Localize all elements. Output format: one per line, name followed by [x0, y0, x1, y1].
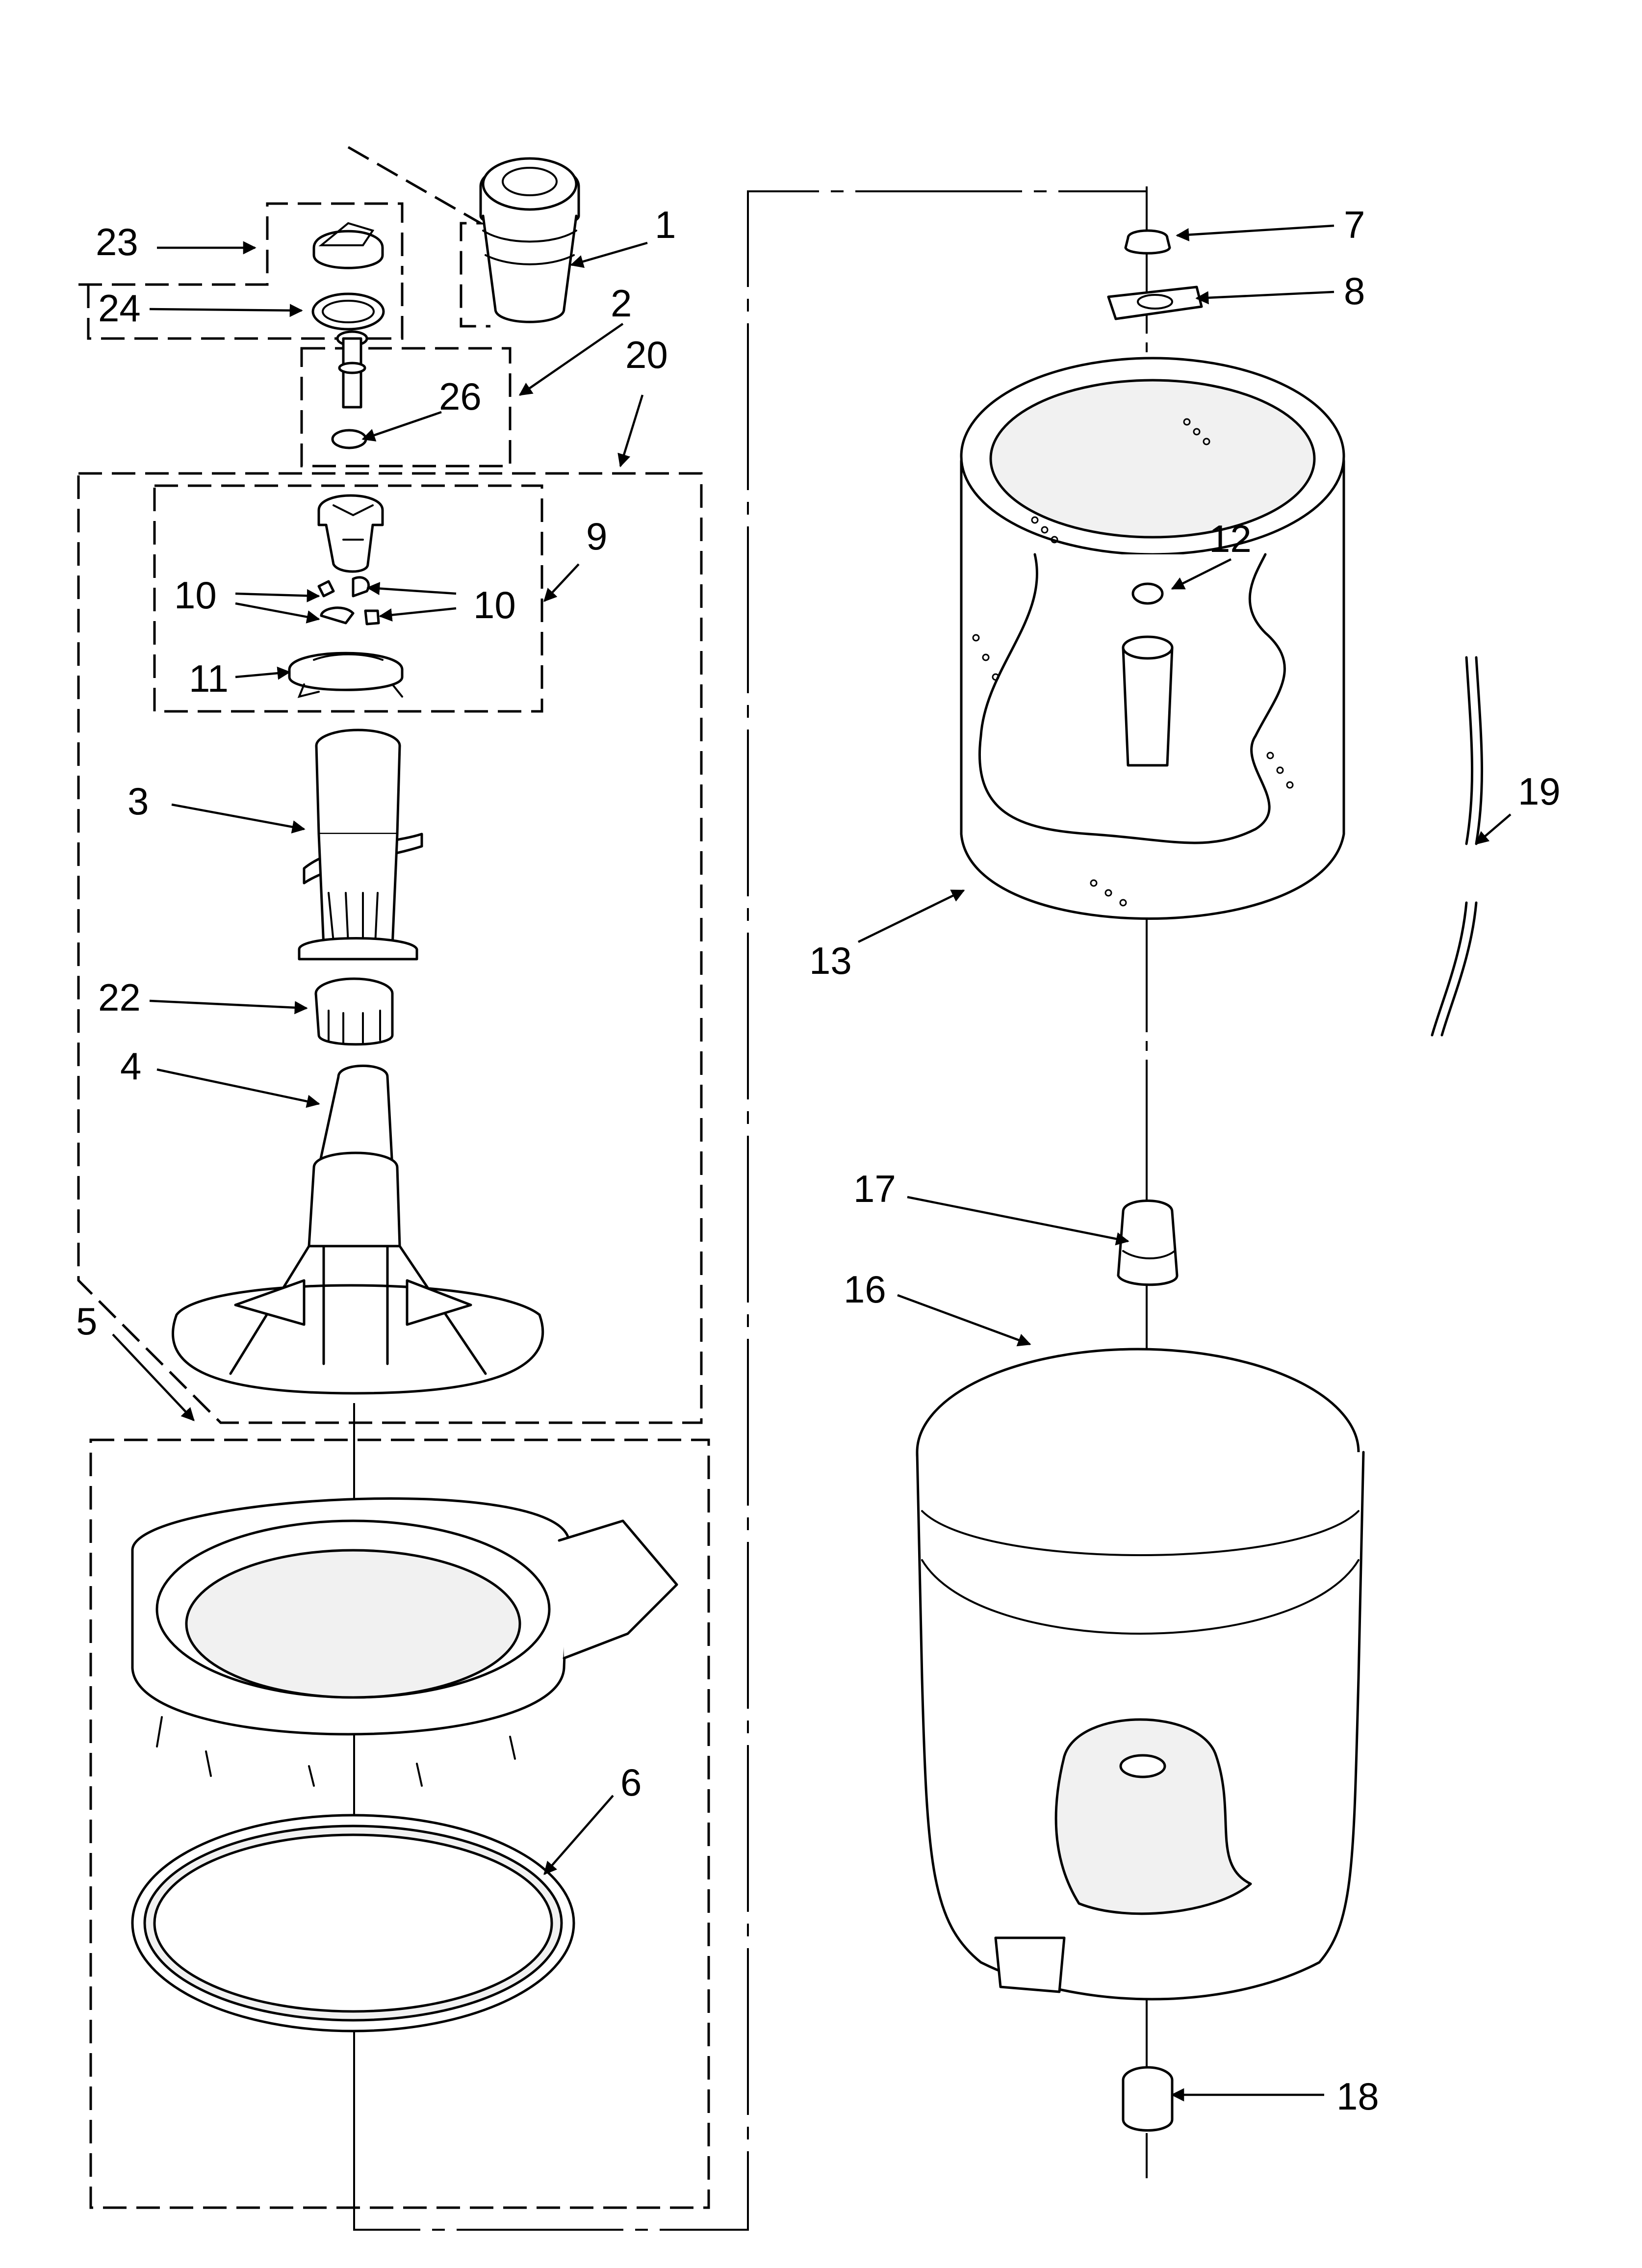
callout-labels: 1 2 3 4 5 6 7 8 9 10 10 11 12 13 16 17 1… — [76, 203, 1561, 2118]
part-5-tub-ring — [131, 1497, 678, 1787]
part-18-nut — [1122, 2066, 1174, 2132]
part-23-cap — [312, 222, 384, 269]
callout-8: 8 — [1344, 269, 1365, 313]
part-19-hose — [1431, 656, 1484, 1037]
part-9-dog-assembly — [288, 494, 404, 698]
callout-11: 11 — [189, 657, 229, 700]
part-24-o-ring — [311, 292, 385, 331]
callout-2: 2 — [611, 282, 632, 325]
connector-line — [353, 190, 1147, 2231]
callout-17: 17 — [853, 1167, 896, 1210]
part-4-agitator-base — [172, 1065, 544, 1395]
callout-19: 19 — [1518, 770, 1561, 813]
callout-6: 6 — [620, 1761, 641, 1804]
callout-4: 4 — [120, 1044, 141, 1088]
callout-18: 18 — [1336, 2075, 1379, 2118]
part-3-agitator-auger — [298, 729, 423, 961]
callout-13: 13 — [809, 939, 852, 982]
callout-3: 3 — [128, 780, 149, 823]
callout-23: 23 — [96, 220, 138, 263]
part-22-coupling — [314, 977, 394, 1046]
callout-1: 1 — [655, 203, 676, 246]
callout-9: 9 — [586, 515, 607, 558]
callout-12: 12 — [1209, 517, 1252, 560]
part-26-bolt — [331, 330, 368, 449]
box-26 — [300, 347, 512, 468]
box-20 — [77, 472, 703, 1424]
callout-10-left: 10 — [174, 574, 217, 617]
callout-20: 20 — [625, 333, 668, 376]
box-23 — [78, 202, 404, 286]
part-13-basket — [960, 357, 1345, 920]
callout-16: 16 — [844, 1268, 886, 1311]
callout-7: 7 — [1344, 203, 1365, 246]
dispenser-link-line — [347, 146, 490, 328]
part-17-bearing — [1117, 1199, 1179, 1286]
part-8-plate — [1107, 286, 1203, 320]
part-6-seal-ring — [131, 1814, 575, 2033]
callout-22: 22 — [98, 976, 141, 1019]
callout-24: 24 — [98, 287, 141, 330]
box-24 — [87, 275, 404, 340]
callout-26: 26 — [439, 375, 482, 418]
box-9 — [153, 484, 543, 713]
callout-5: 5 — [76, 1300, 97, 1343]
part-1-dispenser — [479, 157, 580, 323]
callout-10-right: 10 — [473, 583, 516, 626]
part-7-clip — [1124, 229, 1171, 255]
part-16-outer-tub — [916, 1348, 1365, 2001]
box-5 — [89, 1438, 710, 2209]
group-boxes — [77, 146, 710, 2209]
leaders — [112, 224, 1512, 2102]
